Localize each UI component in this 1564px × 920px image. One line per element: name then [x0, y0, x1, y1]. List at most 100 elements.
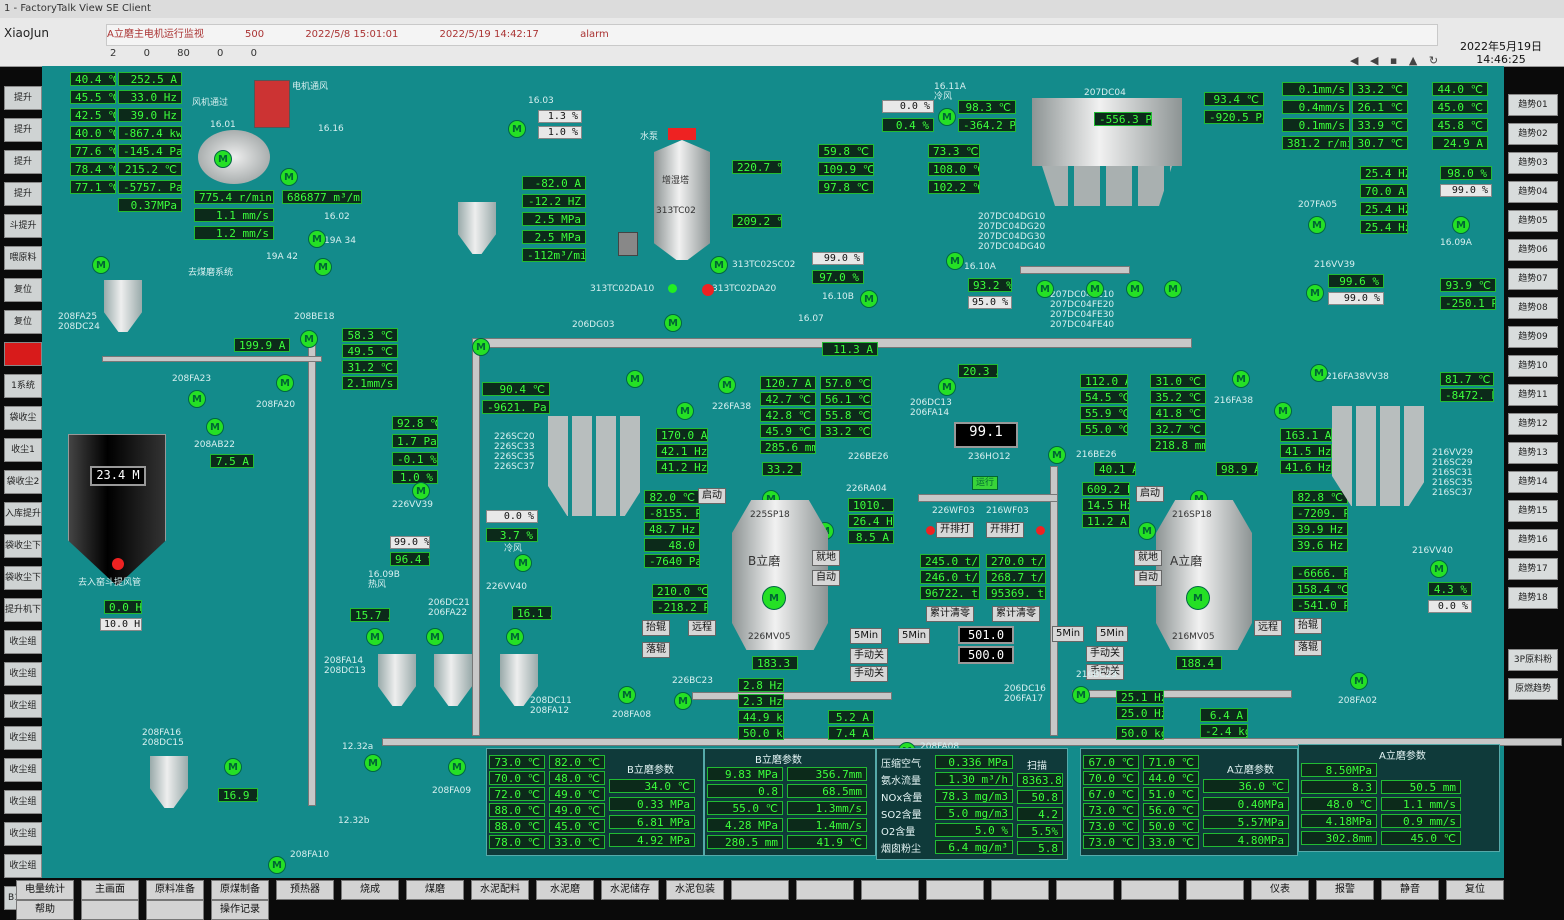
left-nav-button[interactable]: 袋收尘下料	[4, 566, 42, 590]
b-lift-roller-button[interactable]: 抬辊	[642, 620, 670, 636]
open-discharge-button[interactable]: 开排打	[936, 522, 974, 538]
g1603-setpoint[interactable]: 1.3 %	[538, 110, 582, 123]
bottom-nav-button[interactable]	[81, 900, 139, 920]
valve-da10[interactable]	[668, 284, 677, 293]
motor-19a42[interactable]: M	[314, 258, 332, 276]
damper-216fa38vv38[interactable]: M	[1310, 364, 1328, 382]
trend-button[interactable]: 趋势13	[1508, 442, 1558, 464]
bottom-nav-button[interactable]: 仪表	[1251, 880, 1309, 900]
trend-button[interactable]: 趋势12	[1508, 413, 1558, 435]
left-nav-button[interactable]: 复位	[4, 278, 42, 302]
motor-206dc21[interactable]: M	[426, 628, 444, 646]
bottom-nav-button[interactable]	[926, 880, 984, 900]
trend-button[interactable]: 趋势05	[1508, 210, 1558, 232]
motor-226bc23[interactable]: M	[674, 692, 692, 710]
setpoint-2[interactable]: 500.0	[958, 646, 1014, 664]
trend-button[interactable]: 趋势01	[1508, 94, 1558, 116]
bottom-nav-button[interactable]: 原料准备	[146, 880, 204, 900]
left-nav-button[interactable]: 袋收尘	[4, 406, 42, 430]
motor-208fa16[interactable]: M	[224, 758, 242, 776]
5min-button-a1[interactable]: 5Min	[1052, 626, 1085, 642]
motor-313tc02sc02[interactable]: M	[710, 256, 728, 274]
bottom-nav-button[interactable]: 水泥包装	[666, 880, 724, 900]
a-drop-roller-button[interactable]: 落辊	[1294, 640, 1322, 656]
motor-216bc23[interactable]: M	[1072, 686, 1090, 704]
bottom-nav-button[interactable]: 电量统计	[16, 880, 74, 900]
motor-belt[interactable]: M	[472, 338, 490, 356]
bottom-nav-button[interactable]	[991, 880, 1049, 900]
trend-button[interactable]: 趋势02	[1508, 123, 1558, 145]
hz-setpoint[interactable]: 10.0 Hz	[100, 618, 142, 631]
motor-216be26[interactable]: M	[1048, 446, 1066, 464]
left-nav-button[interactable]	[4, 342, 42, 366]
left-nav-button[interactable]: 收尘组	[4, 726, 42, 750]
motor-216fa38[interactable]: M	[1232, 370, 1250, 388]
vv40-setpoint[interactable]: 0.0 %	[486, 510, 538, 523]
left-nav-button[interactable]: 收尘组	[4, 758, 42, 782]
trend-link-button[interactable]: 3P原料粉	[1508, 649, 1558, 671]
bottom-nav-button[interactable]: 煤磨	[406, 880, 464, 900]
left-nav-button[interactable]: 斗提升	[4, 214, 42, 238]
motor-b-aux[interactable]: M	[676, 402, 694, 420]
motor-208fa09[interactable]: M	[448, 758, 466, 776]
b-start-button[interactable]: 启动	[698, 488, 726, 504]
motor-fe10[interactable]: M	[1036, 280, 1054, 298]
setpoint-1[interactable]: 501.0	[958, 626, 1014, 644]
left-nav-button[interactable]: 提升	[4, 118, 42, 142]
a-mill-main-motor[interactable]: M	[1186, 586, 1210, 610]
motor-226fa38[interactable]: M	[718, 376, 736, 394]
motor-208be18[interactable]: M	[300, 330, 318, 348]
trend-button[interactable]: 趋势10	[1508, 355, 1558, 377]
bottom-nav-button[interactable]	[1056, 880, 1114, 900]
trend-button[interactable]: 趋势03	[1508, 152, 1558, 174]
bottom-nav-button[interactable]: 烧成	[341, 880, 399, 900]
pct-setpoint[interactable]: 99.0 %	[1440, 184, 1492, 197]
a-auto-button[interactable]: 自动	[1134, 570, 1162, 586]
left-nav-button[interactable]: 袋收尘下料	[4, 534, 42, 558]
damper-16-11a[interactable]: M	[938, 108, 956, 126]
fan-motor[interactable]: M	[214, 150, 232, 168]
left-nav-button[interactable]: 收尘组	[4, 662, 42, 686]
reset-total-button[interactable]: 累计清零	[926, 606, 974, 622]
bottom-nav-button[interactable]: 主画面	[81, 880, 139, 900]
trend-button[interactable]: 趋势04	[1508, 181, 1558, 203]
manual-close-b2[interactable]: 手动关	[850, 666, 888, 682]
left-nav-button[interactable]: 提升机下料	[4, 598, 42, 622]
left-nav-button[interactable]: 提升	[4, 182, 42, 206]
a-local-button[interactable]: 就地	[1134, 550, 1162, 566]
valve-da20[interactable]	[702, 284, 714, 296]
bottom-nav-button[interactable]: 水泥配料	[471, 880, 529, 900]
trend-button[interactable]: 趋势15	[1508, 500, 1558, 522]
bottom-nav-button[interactable]: 水泥磨	[536, 880, 594, 900]
motor-208ab22[interactable]: M	[206, 418, 224, 436]
reset-total-button-2[interactable]: 累计清零	[992, 606, 1040, 622]
motor-207fa05[interactable]: M	[1308, 216, 1326, 234]
b-remote-button[interactable]: 远程	[688, 620, 716, 636]
motor-vent-cabinet[interactable]	[254, 80, 290, 128]
manual-close-a2[interactable]: 手动关	[1086, 664, 1124, 680]
bottom-nav-button[interactable]	[1186, 880, 1244, 900]
left-nav-button[interactable]: 1系统	[4, 374, 42, 398]
motor-a-feed[interactable]: M	[1138, 522, 1156, 540]
bottom-nav-button[interactable]: 原煤制备	[211, 880, 269, 900]
b-local-button[interactable]: 就地	[812, 550, 840, 566]
alarm-nav-icons[interactable]: ◀ ◀ ▪ ▲ ↻	[1350, 54, 1443, 67]
motor-fe30[interactable]: M	[1126, 280, 1144, 298]
trend-button[interactable]: 趋势17	[1508, 558, 1558, 580]
bottom-nav-button[interactable]	[796, 880, 854, 900]
pct-b-setpoint[interactable]: 95.0 %	[968, 296, 1012, 309]
trend-link-button[interactable]: 原燃趋势	[1508, 678, 1558, 700]
left-nav-button[interactable]: 入库提升	[4, 502, 42, 526]
bottom-nav-button[interactable]: 水泥储存	[601, 880, 659, 900]
left-nav-button[interactable]: 收尘1	[4, 438, 42, 462]
da-setpoint[interactable]: 99.0 %	[390, 536, 430, 549]
damper-b[interactable]: M	[626, 370, 644, 388]
pct1-setpoint[interactable]: 99.0 %	[812, 252, 864, 265]
trend-button[interactable]: 趋势08	[1508, 297, 1558, 319]
trend-button[interactable]: 趋势07	[1508, 268, 1558, 290]
left-nav-button[interactable]: 喂原料	[4, 246, 42, 270]
left-nav-button[interactable]: 收尘组	[4, 822, 42, 846]
trend-button[interactable]: 趋势11	[1508, 384, 1558, 406]
motor-206dc13[interactable]: M	[938, 378, 956, 396]
trend-button[interactable]: 趋势14	[1508, 471, 1558, 493]
